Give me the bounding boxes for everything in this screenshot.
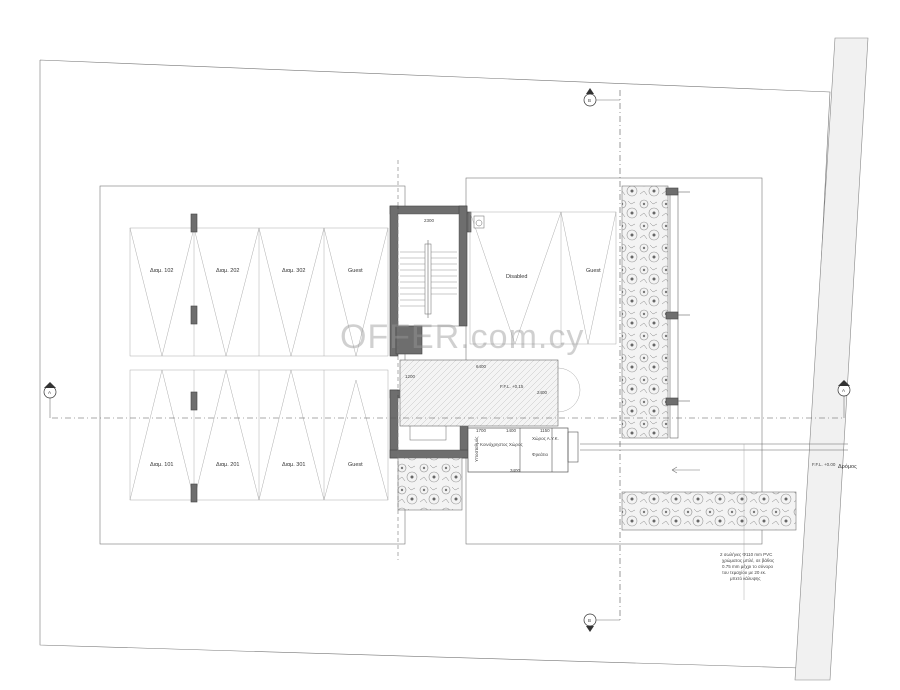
svg-text:του τεμαχίου με 20 εκ.: του τεμαχίου με 20 εκ.: [722, 570, 766, 575]
planter-front: [621, 491, 797, 531]
dim-1700: 1700: [476, 428, 487, 433]
svg-text:A: A: [842, 388, 845, 393]
dim-stair-width: 2300: [424, 218, 435, 223]
section-marker-right: A: [837, 380, 851, 418]
parking-right: [469, 211, 617, 345]
dim-1400: 1400: [506, 428, 517, 433]
dim-lobby-width: 6400: [476, 364, 487, 369]
entrance-lobby: [399, 359, 559, 427]
street-label: Δρόμος: [838, 463, 857, 470]
parking-top-row: [129, 227, 389, 357]
svg-text:B: B: [588, 98, 591, 103]
wheelchair-icon: [473, 215, 485, 229]
parking-label-bottom-2: Διαμ. 201: [216, 462, 239, 468]
dim-1150: 1150: [540, 428, 550, 433]
road-level: F.F.L. +0.00: [812, 462, 836, 467]
railing: [665, 187, 690, 439]
parking-label-top-2: Διαμ. 202: [216, 268, 239, 274]
planter-bottom: [397, 457, 463, 511]
parking-label-top-1: Διαμ. 102: [150, 268, 173, 274]
section-marker-left: A: [43, 382, 57, 418]
svg-text:A: A: [48, 390, 51, 395]
street-strip: [794, 37, 869, 681]
parking-bottom-row: [129, 369, 389, 501]
svg-text:2 σωλήνες Φ110 mm PVC: 2 σωλήνες Φ110 mm PVC: [720, 551, 773, 557]
svg-text:μπετό κάλυψης: μπετό κάλυψης: [730, 575, 761, 581]
dim-1200: 1200: [405, 374, 416, 379]
parking-label-bottom-3: Διαμ. 301: [282, 462, 305, 468]
driveway: [580, 443, 848, 600]
svg-text:0.75 mm μέχρι το σύνορο: 0.75 mm μέχρι το σύνορο: [722, 563, 774, 569]
dim-2400: 2400: [537, 390, 548, 395]
columns: [190, 211, 472, 503]
entrance-door-arc: [557, 367, 581, 413]
common-space-label: Κοινόχρηστος Χώρος: [480, 441, 523, 447]
section-marker-bottom: B: [583, 613, 620, 632]
dim-3400: 3400: [510, 468, 521, 473]
planter-strip-right: [621, 185, 669, 439]
parking-label-guest-right: Guest: [586, 268, 601, 274]
bins-label: Φρεάτιο: [532, 451, 549, 457]
pipe-note: 2 σωλήνες Φ110 mm PVC χρώματος μπλέ, σε …: [720, 551, 775, 581]
parking-label-bottom-1: Διαμ. 101: [150, 462, 173, 468]
left-block-outline: [99, 185, 406, 545]
service-rooms: [467, 427, 579, 473]
svg-text:B: B: [588, 618, 591, 623]
parking-label-disabled: Disabled: [506, 274, 527, 280]
svg-text:χρώματος μπλέ, σε βάθος: χρώματος μπλέ, σε βάθος: [722, 557, 775, 563]
parking-label-top-3: Διαμ. 302: [282, 268, 305, 274]
storage-label: Υποσταθμός: [473, 436, 479, 462]
lobby-level: F.F.L. +0.15: [500, 384, 524, 389]
parking-label-bottom-4: Guest: [348, 462, 363, 468]
parking-label-top-4: Guest: [348, 268, 363, 274]
tank-room-label: Χώρος Α.Υ.Κ.: [532, 435, 559, 441]
section-marker-top: B: [583, 88, 620, 107]
